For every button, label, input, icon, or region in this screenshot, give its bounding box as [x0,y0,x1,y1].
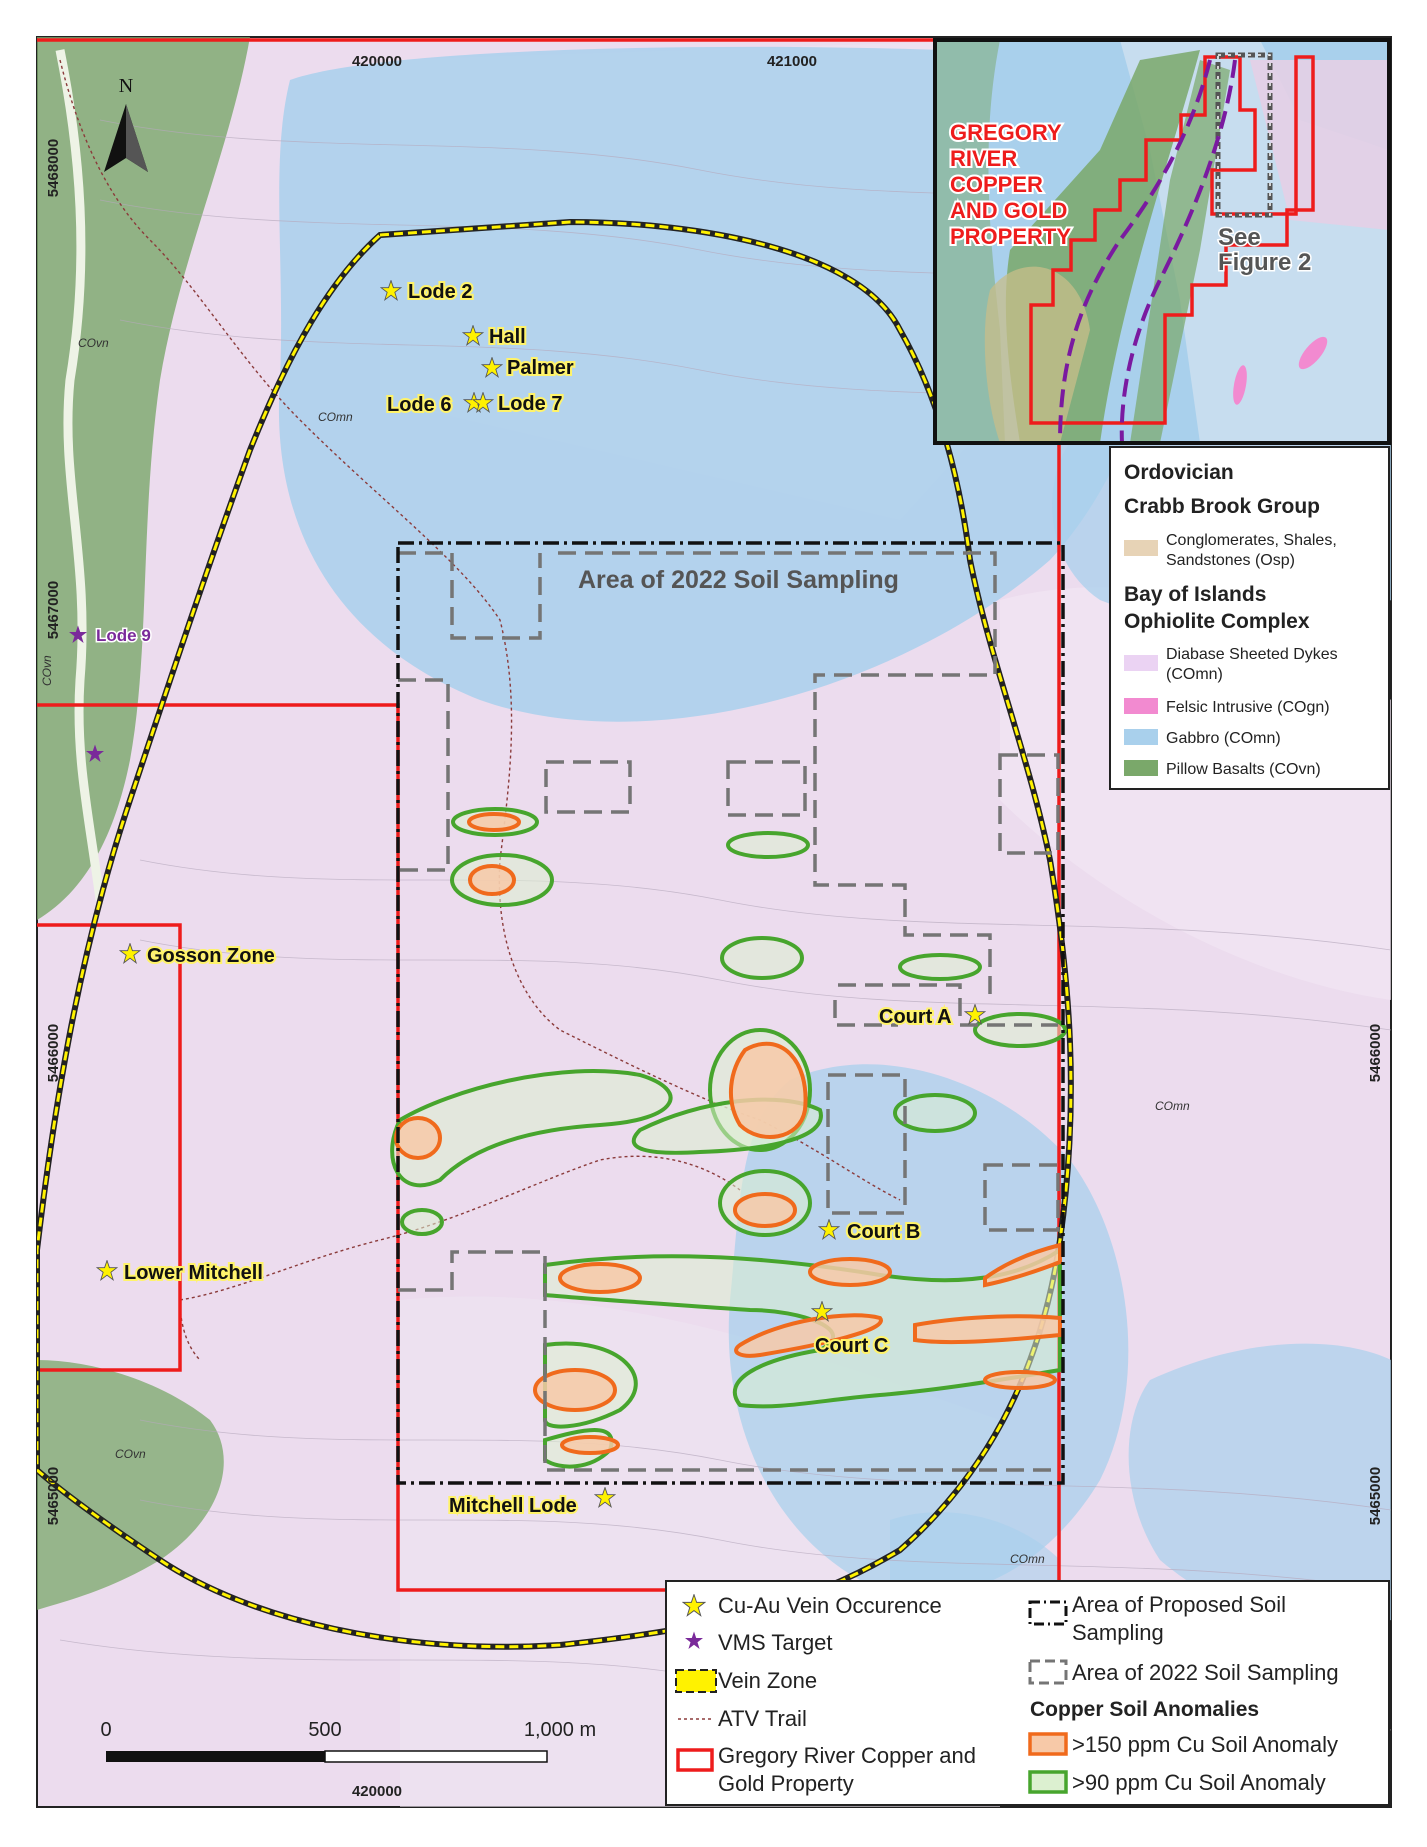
legend-property-line: Gregory River Copper and [718,1743,976,1768]
occurrence-label-lode-6: Lode 6 [387,394,451,416]
cu-anomalies [390,807,1067,1469]
inset-title-line: COPPER [950,172,1043,197]
swatch-comn-dykes [1124,655,1158,671]
occurrence-label-palmer: Palmer [507,357,574,379]
geo-label: COmn [1010,1552,1045,1566]
inset-ref-line: See [1218,224,1261,251]
svg-text:421000: 421000 [767,53,817,70]
legend-atv: ATV Trail [718,1706,807,1731]
svg-text:Pillow Basalts (COvn): Pillow Basalts (COvn) [1166,761,1321,778]
map-legend: Cu-Au Vein Occurence VMS Target Vein Zon… [665,1580,1390,1806]
inset-title-line: GREGORY [950,120,1062,145]
svg-text:Diabase Sheeted Dykes: Diabase Sheeted Dykes [1166,646,1338,663]
legend-anomaly-heading: Copper Soil Anomalies [1030,1698,1259,1721]
svg-text:420000: 420000 [352,53,402,70]
coordinate-labels: 420000 421000 420000 5468000 5467000 546… [45,53,1384,1800]
svg-text:5468000: 5468000 [45,139,62,197]
svg-text:Gabbro (COmn): Gabbro (COmn) [1166,730,1281,747]
svg-text:N: N [119,75,133,97]
occurrence-label-mitchell-lode: Mitchell Lode [449,1495,577,1517]
legend-area2022: Area of 2022 Soil Sampling [1072,1660,1339,1685]
svg-text:500: 500 [308,1719,341,1741]
occurrence-label-court-c: Court C [815,1335,888,1357]
inset-title-line: PROPERTY [950,224,1071,249]
legend-group1: Crabb Brook Group [1124,495,1320,518]
svg-text:5465000: 5465000 [45,1467,62,1525]
geo-label: COvn [115,1447,146,1461]
legend-proposed-line: Area of Proposed Soil [1072,1592,1286,1617]
legend-group2-line: Ophiolite Complex [1124,610,1310,633]
geo-label: COvn [78,336,109,350]
legend-anomaly-90: >90 ppm Cu Soil Anomaly [1072,1770,1326,1795]
svg-text:5466000: 5466000 [45,1024,62,1082]
inset-title-line: AND GOLD [950,198,1067,223]
swatch-gabbro [1124,729,1158,745]
inset-title-line: RIVER [950,146,1017,171]
legend-group2-line: Bay of Islands [1124,583,1266,606]
svg-text:420000: 420000 [352,1783,402,1800]
legend-property-line: Gold Property [718,1771,854,1796]
basalt-unit [37,37,250,920]
legend-vms: VMS Target [718,1630,833,1655]
swatch-osp [1124,540,1158,556]
vms-label-lode-9: Lode 9 [96,626,151,645]
svg-text:Conglomerates, Shales,: Conglomerates, Shales, [1166,532,1337,549]
svg-text:1,000 m: 1,000 m [524,1719,596,1741]
geo-label: COmn [318,410,353,424]
occurrence-label-court-b: Court B [847,1221,920,1243]
inset-map: GREGORY RIVER COPPER AND GOLD PROPERTY S… [933,38,1391,445]
legend-cu-au: Cu-Au Vein Occurence [718,1593,942,1618]
svg-text:Sandstones (Osp): Sandstones (Osp) [1166,552,1295,569]
legend-period: Ordovician [1124,461,1234,484]
lithology-legend: Ordovician Crabb Brook Group Conglomerat… [1109,446,1390,790]
swatch-cogn [1124,698,1158,714]
occurrence-label-lode-2: Lode 2 [408,281,472,303]
occurrence-label-court-a: Court A [879,1006,952,1028]
legend-vein-zone: Vein Zone [718,1668,817,1693]
geo-label: COmn [1155,1099,1190,1113]
svg-text:(COmn): (COmn) [1166,666,1223,683]
legend-proposed-line: Sampling [1072,1620,1164,1645]
occurrence-label-lower-mitchell: Lower Mitchell [124,1262,263,1284]
occurrence-label-gosson-zone: Gosson Zone [147,945,275,967]
svg-text:0: 0 [100,1719,111,1741]
area-2022-title: Area of 2022 Soil Sampling [578,566,899,594]
inset-ref-line: Figure 2 [1218,249,1311,276]
occurrence-label-hall: Hall [489,326,526,348]
svg-text:5466000: 5466000 [1367,1024,1384,1082]
swatch-covn [1124,760,1158,776]
north-arrow: N [104,75,148,172]
scale-bar: 0 500 1,000 m [100,1719,596,1763]
legend-anomaly-150: >150 ppm Cu Soil Anomaly [1072,1732,1338,1757]
area-2022-sampling [398,551,1060,1472]
geo-label: COvn [40,655,54,686]
svg-text:Felsic Intrusive (COgn): Felsic Intrusive (COgn) [1166,699,1330,716]
svg-text:5467000: 5467000 [45,581,62,639]
svg-text:5465000: 5465000 [1367,1467,1384,1525]
area-proposed-sampling [396,541,1065,1485]
occurrence-label-lode-7: Lode 7 [498,393,562,415]
